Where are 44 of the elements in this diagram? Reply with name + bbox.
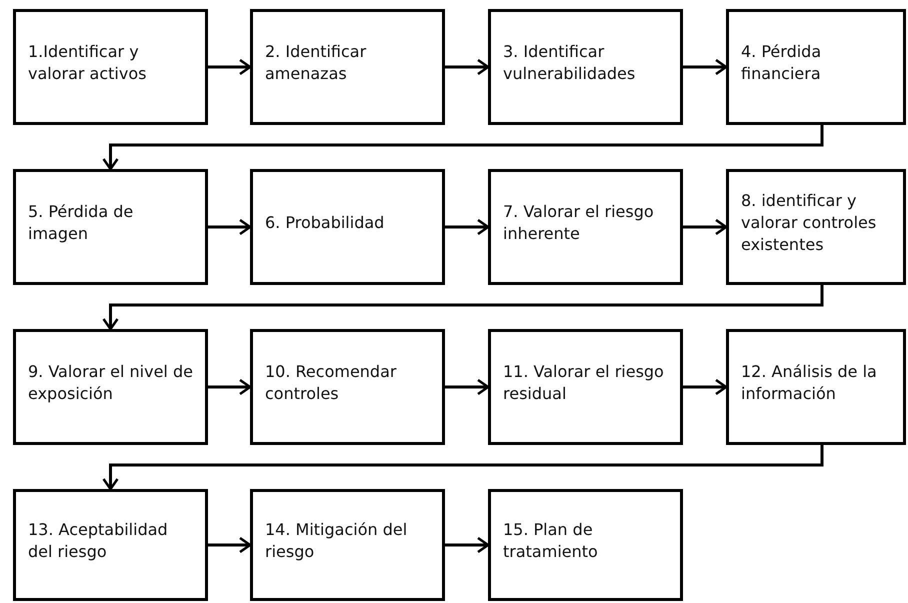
step-label: 3. Identificar vulnerabilidades: [503, 41, 636, 85]
step-label: 5. Pérdida de imagen: [28, 201, 134, 245]
process-box: [250, 329, 445, 445]
step-label: 9. Valorar el nivel de exposición: [28, 361, 193, 405]
arrow: [683, 378, 728, 396]
process-box: [488, 169, 683, 285]
process-box: [488, 489, 683, 601]
step-label: 15. Plan de tratamiento: [503, 519, 599, 563]
arrow: [445, 536, 490, 554]
step-label: 8. identificar y valorar controles existentes: [741, 190, 878, 256]
process-box: [13, 169, 208, 285]
process-box: [488, 329, 683, 445]
arrow: [445, 218, 490, 236]
process-box: [250, 9, 445, 125]
arrow: [102, 445, 824, 490]
step-label: 10. Recomendar controles: [265, 361, 398, 405]
arrow: [683, 58, 728, 76]
process-box: [726, 9, 906, 125]
process-box: [726, 329, 906, 445]
arrow: [445, 58, 490, 76]
arrow: [208, 536, 252, 554]
process-box: [250, 489, 445, 601]
arrow: [102, 125, 824, 170]
step-label: 4. Pérdida financiera: [741, 41, 822, 85]
step-label: 6. Probabilidad: [265, 212, 386, 234]
arrow: [445, 378, 490, 396]
step-label: 2. Identificar amenazas: [265, 41, 368, 85]
process-box: [250, 169, 445, 285]
arrow: [102, 285, 824, 330]
step-label: 13. Aceptabilidad del riesgo: [28, 519, 169, 563]
step-label: 14. Mitigación del riesgo: [265, 519, 408, 563]
arrow: [208, 58, 252, 76]
process-box: [13, 489, 208, 601]
step-label: 12. Análisis de la información: [741, 361, 878, 405]
process-box: [13, 9, 208, 125]
process-box: [488, 9, 683, 125]
step-label: 11. Valorar el riesgo residual: [503, 361, 665, 405]
process-box: [13, 329, 208, 445]
process-box: [726, 169, 906, 285]
arrow: [208, 378, 252, 396]
arrow: [683, 218, 728, 236]
step-label: 1.Identificar y valorar activos: [28, 41, 148, 85]
arrow: [208, 218, 252, 236]
step-label: 7. Valorar el riesgo inherente: [503, 201, 655, 245]
